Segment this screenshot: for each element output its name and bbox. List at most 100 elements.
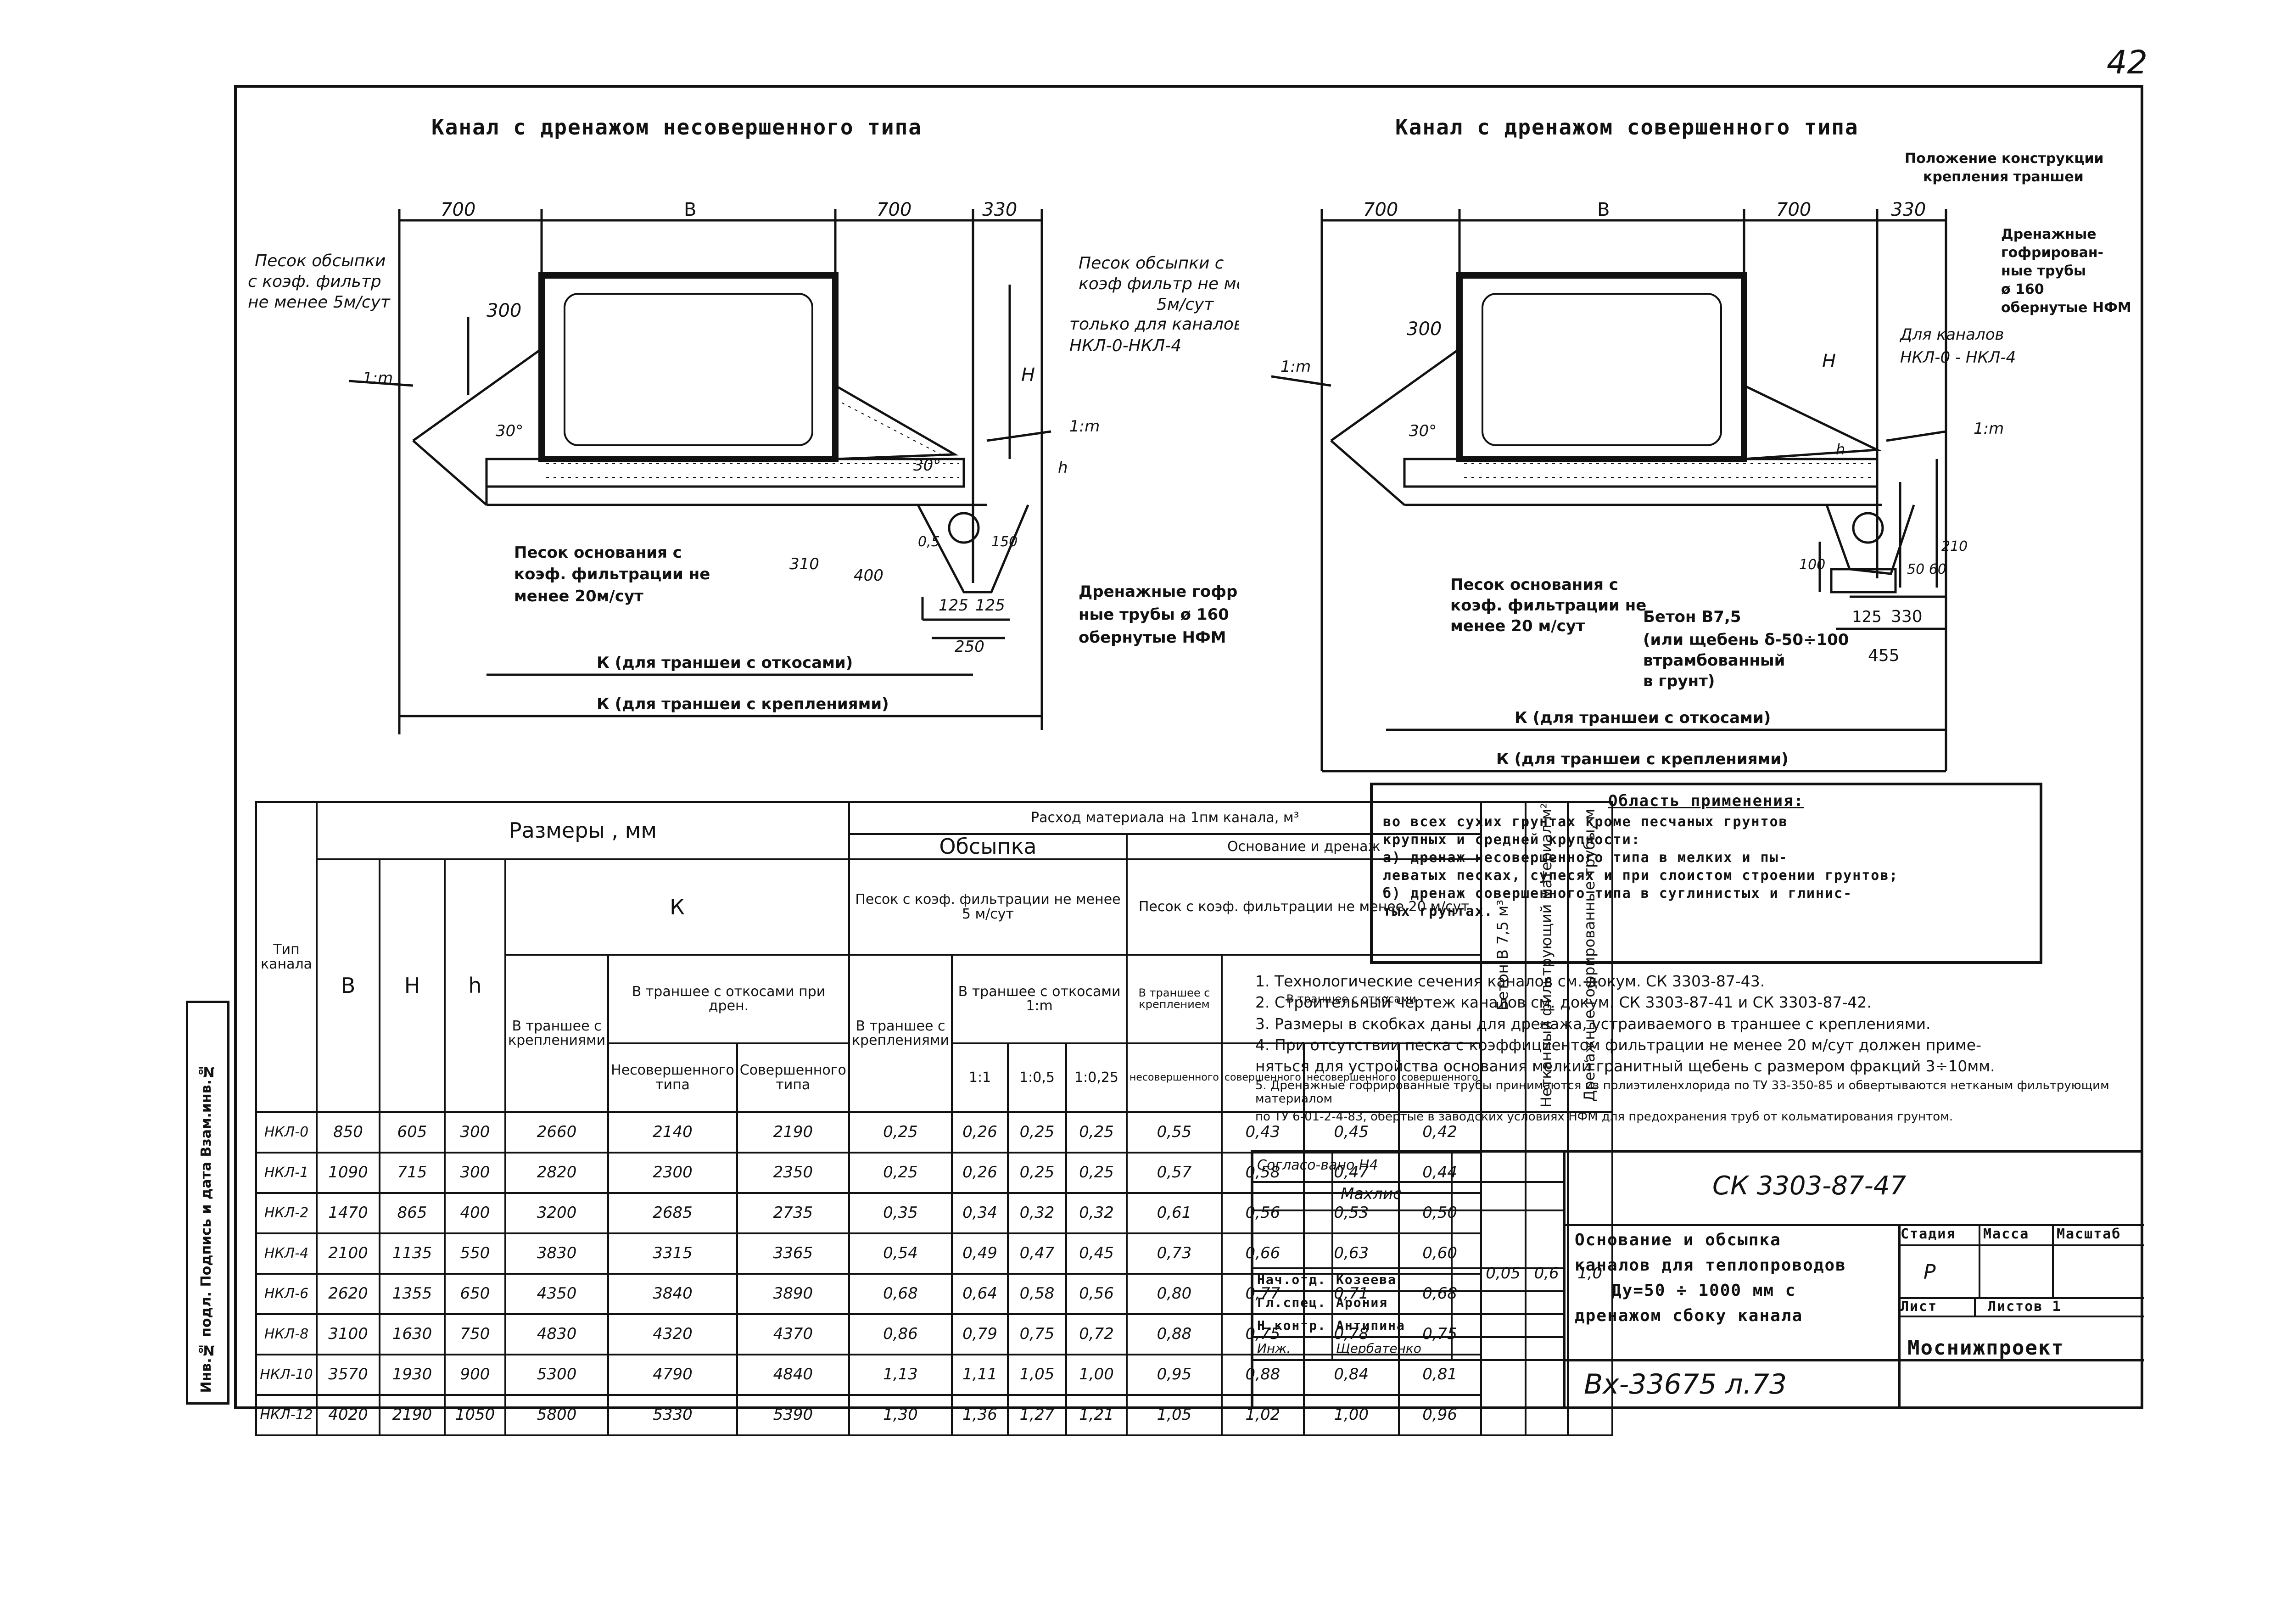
cell-b1: 0,95 <box>1126 1353 1223 1396</box>
dim-330: 330 <box>982 199 1017 220</box>
cell-h: 300 <box>444 1111 506 1154</box>
fill-header: Обсыпка <box>848 833 1128 860</box>
cell-f3: 0,75 <box>1007 1313 1068 1355</box>
cell-K2: 5330 <box>607 1394 738 1436</box>
scope-line: во всех сухих грунтах кроме песчаных гру… <box>1383 814 1788 830</box>
k-slopes-header: В траншее с откосами при дрен. <box>607 953 850 1044</box>
description-1: Основание и обсыпка <box>1575 1231 1781 1249</box>
base-slopes-header: В траншее с откосами <box>1220 953 1482 1044</box>
cell-f4: 0,25 <box>1065 1151 1128 1194</box>
cell-type: НКЛ-2 <box>255 1192 318 1234</box>
cell-b4: 0,50 <box>1398 1192 1482 1234</box>
cell-h: 650 <box>444 1272 506 1315</box>
sheets-label: Листов 1 <box>1988 1299 2062 1315</box>
cell-f3: 1,05 <box>1007 1353 1068 1396</box>
name-3: Антипина <box>1336 1318 1405 1333</box>
stage-label: Стадия <box>1901 1226 1956 1242</box>
cell-type: НКЛ-10 <box>255 1353 318 1396</box>
cell-b1: 0,57 <box>1126 1151 1223 1194</box>
right-sand-fill-label-2: коэф фильтр не менее <box>1079 274 1239 293</box>
col-type-header: Тип канала <box>255 801 318 1113</box>
r-drain-label-3: ные трубы <box>2001 263 2086 279</box>
note-4-cont: няться для устройства основания мелкий г… <box>1255 1057 1995 1075</box>
r-concrete-3: втрамбованный <box>1643 651 1785 670</box>
col-H: Н <box>379 858 446 1113</box>
cell-K3: 3365 <box>736 1232 850 1275</box>
cell-f2: 0,26 <box>951 1151 1009 1194</box>
materials-table: Тип канала Размеры , мм Расход материала… <box>255 801 1613 1436</box>
r-concrete-2: (или щебень δ-50÷100 <box>1643 631 1849 649</box>
cell-f1: 0,86 <box>848 1313 953 1355</box>
r-dim-125: 125 <box>1852 608 1882 626</box>
cell-h: 550 <box>444 1232 506 1275</box>
scope-box: Область применения: во всех сухих грунта… <box>1370 783 2042 964</box>
dim-150: 150 <box>991 534 1018 550</box>
cell-K1: 2820 <box>504 1151 609 1194</box>
consumption-header: Расход материала на 1пм канала, м³ <box>848 801 1482 835</box>
cell-type: НКЛ-1 <box>255 1151 318 1194</box>
r-concrete-1: Бетон В7,5 <box>1643 608 1741 626</box>
r-base-sand-2: коэф. фильтрации не <box>1450 596 1646 615</box>
dim-H: Н <box>1021 364 1035 386</box>
r-concrete-4: в грунт) <box>1643 672 1715 690</box>
cell-h: 300 <box>444 1151 506 1194</box>
k-imperfect-header: Несовершенного типа <box>607 1042 738 1113</box>
cell-f1: 0,25 <box>848 1111 953 1154</box>
cell-b3: 0,71 <box>1303 1272 1400 1315</box>
cell-H: 1930 <box>379 1353 446 1396</box>
notes: 1. Технологические сечения каналов см. д… <box>1255 969 2127 1128</box>
left-base-sand-label-1: Песок основания с <box>514 543 682 562</box>
cell-K3: 3890 <box>736 1272 850 1315</box>
cell-K1: 5300 <box>504 1353 609 1396</box>
right-sand-fill-label-3: 5м/сут <box>1157 295 1214 314</box>
note-5: 5. Дренажные гофрированные трубы принима… <box>1255 1079 2109 1106</box>
cell-common-pipe: 1,0 <box>1566 1111 1613 1436</box>
right-sand-fill-label-4: только для каналов <box>1069 315 1239 334</box>
r-dim-455: 455 <box>1868 646 1900 665</box>
left-base-sand-label-2: коэф. фильтрации не <box>514 565 710 583</box>
role-3: Н.контр. <box>1257 1318 1326 1333</box>
left-base-sand-label-3: менее 20м/сут <box>514 587 643 605</box>
cell-B: 1470 <box>316 1192 380 1234</box>
fill-sand-header: Песок с коэф. фильтрации не менее 5 м/су… <box>848 858 1128 956</box>
dim-700-right: 700 <box>877 199 911 220</box>
cell-b1: 0,55 <box>1126 1111 1223 1154</box>
cell-f4: 0,32 <box>1065 1192 1128 1234</box>
base-support-header: В траншее с креплением <box>1126 953 1223 1044</box>
cell-H: 1355 <box>379 1272 446 1315</box>
cell-b1: 0,73 <box>1126 1232 1223 1275</box>
dim-125b: 125 <box>975 596 1005 615</box>
sizes-header: Размеры , мм <box>316 801 850 860</box>
left-k-support: К (для траншеи с креплениями) <box>597 695 889 713</box>
cell-H: 865 <box>379 1192 446 1234</box>
title-block: Согласо-вано Н4 Махлис Нач.отд. Козеева … <box>1251 1150 2144 1409</box>
handwritten-entry: Вх-33675 л.73 <box>1584 1368 1787 1400</box>
dim-125a: 125 <box>939 596 968 615</box>
cell-type: НКЛ-8 <box>255 1313 318 1355</box>
cell-f2: 0,64 <box>951 1272 1009 1315</box>
r-dim-330b: 330 <box>1891 607 1923 626</box>
r-drain-label-1: Дренажные <box>2001 226 2097 242</box>
note-3: 3. Размеры в скобках даны для дренажа, у… <box>1255 1014 1931 1033</box>
cell-B: 3100 <box>316 1313 380 1355</box>
cell-type: НКЛ-6 <box>255 1272 318 1315</box>
cell-B: 2620 <box>316 1272 380 1315</box>
cell-K3: 2350 <box>736 1151 850 1194</box>
cell-b3: 0,45 <box>1303 1111 1400 1154</box>
note-5-cont: по ТУ 6-01-2-4-83, обертые в заводских у… <box>1255 1109 1953 1124</box>
left-k-slopes: К (для траншеи с откосами) <box>597 654 853 672</box>
stage-value: Р <box>1924 1260 1936 1284</box>
r-dim-700-right: 700 <box>1776 199 1811 220</box>
cell-f4: 0,25 <box>1065 1111 1128 1154</box>
r-dim-H: Н <box>1822 351 1836 372</box>
cell-H: 1630 <box>379 1313 446 1355</box>
r-for-channels-1: Для каналов <box>1899 325 2004 344</box>
scope-line: тых грунтах. <box>1383 903 1493 919</box>
cell-B: 1090 <box>316 1151 380 1194</box>
cell-f3: 1,27 <box>1007 1394 1068 1436</box>
